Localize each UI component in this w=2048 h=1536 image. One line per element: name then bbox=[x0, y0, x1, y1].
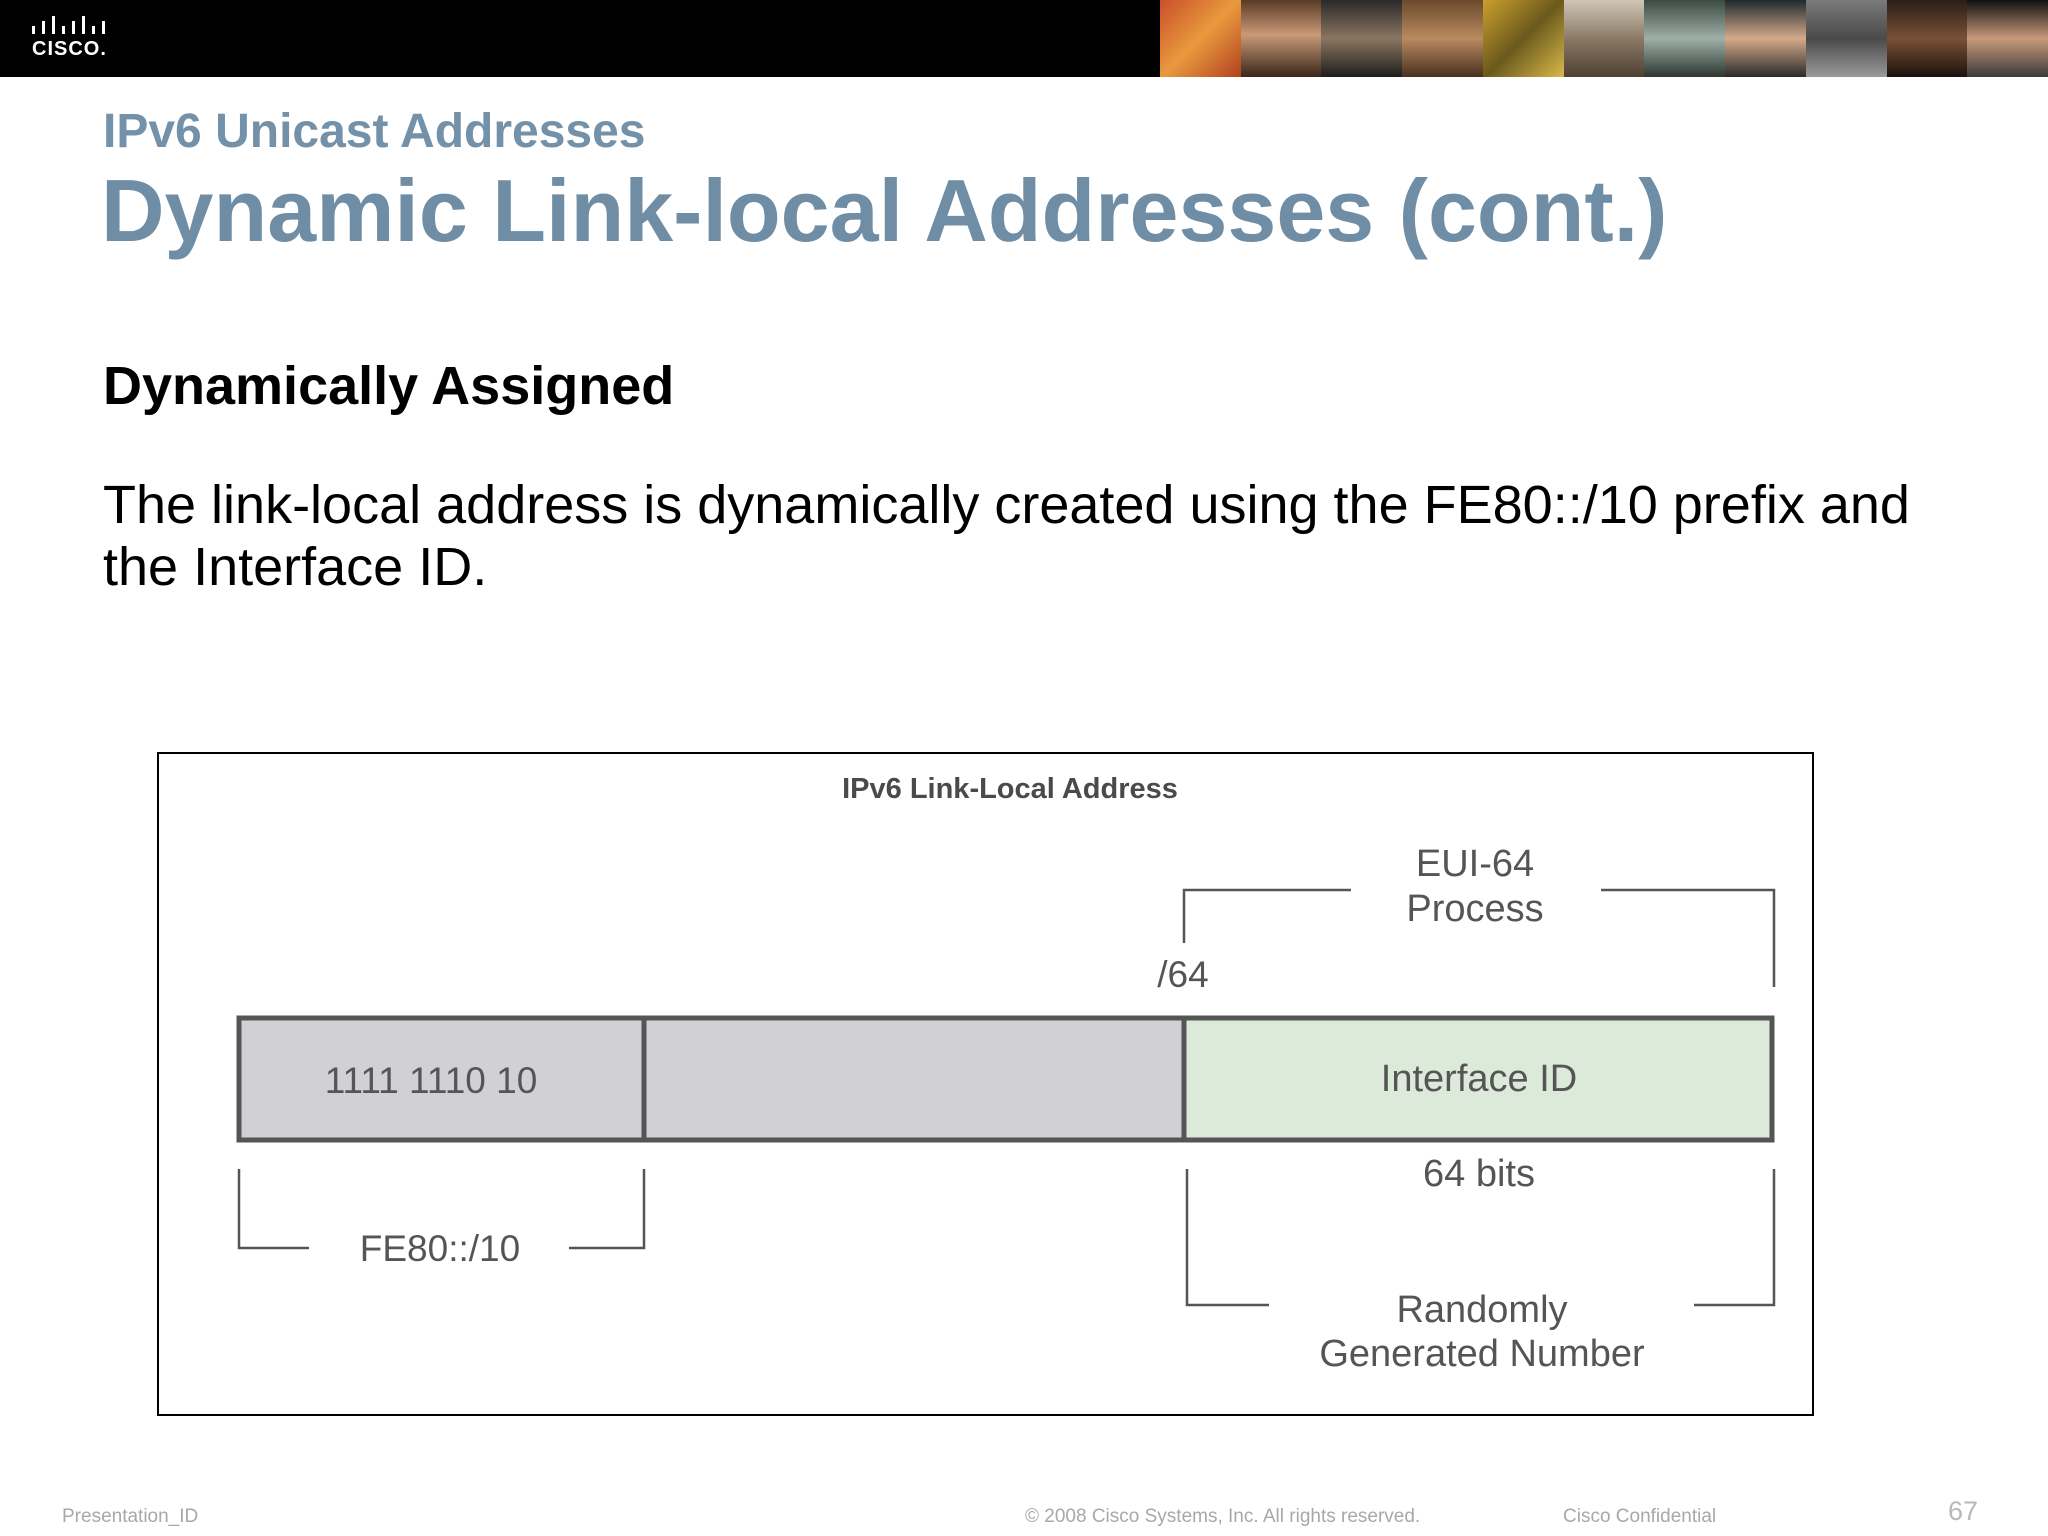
eui64-label-line1: EUI-64 bbox=[1416, 843, 1534, 885]
interface-bits-label: 64 bits bbox=[1423, 1153, 1535, 1195]
random-label-line1: Randomly bbox=[1396, 1289, 1567, 1331]
header-photo-strip bbox=[1160, 0, 2048, 77]
header-photo bbox=[1563, 0, 1645, 77]
header-photo bbox=[1402, 0, 1483, 77]
header-photo bbox=[1482, 0, 1564, 77]
header-photo bbox=[1967, 0, 2048, 77]
footer-confidential: Cisco Confidential bbox=[1563, 1506, 1717, 1527]
slide-title: Dynamic Link-local Addresses (cont.) bbox=[101, 161, 1668, 260]
link-local-address-diagram: IPv6 Link-Local Address EUI-64 Process /… bbox=[157, 752, 1814, 1416]
header-photo bbox=[1160, 0, 1241, 77]
interface-id-segment bbox=[1181, 1015, 1775, 1143]
footer-presentation-id: Presentation_ID bbox=[62, 1506, 199, 1527]
eui64-label-line2: Process bbox=[1406, 888, 1543, 930]
header-photo bbox=[1886, 0, 1968, 77]
section-heading: Dynamically Assigned bbox=[103, 356, 675, 416]
cisco-bars-icon bbox=[32, 16, 105, 34]
body-paragraph: The link-local address is dynamically cr… bbox=[103, 475, 1910, 597]
header-photo bbox=[1240, 0, 1322, 77]
footer-copyright: © 2008 Cisco Systems, Inc. All rights re… bbox=[1025, 1506, 1421, 1527]
random-label-line2: Generated Number bbox=[1319, 1333, 1645, 1375]
header-photo bbox=[1321, 0, 1403, 77]
cisco-logo: CISCO. bbox=[30, 16, 120, 62]
boundary-label: /64 bbox=[1157, 954, 1208, 995]
cisco-logo-text: CISCO. bbox=[32, 38, 107, 60]
header-photo bbox=[1725, 0, 1806, 77]
prefix-label: FE80::/10 bbox=[360, 1228, 520, 1269]
prefix-bracket bbox=[237, 1169, 646, 1250]
interface-id-label: Interface ID bbox=[1381, 1058, 1577, 1100]
top-banner: CISCO. bbox=[0, 0, 2048, 77]
header-photo bbox=[1644, 0, 1726, 77]
random-bracket bbox=[1185, 1169, 1776, 1307]
header-photo bbox=[1805, 0, 1887, 77]
diagram-canvas: IPv6 Link-Local Address EUI-64 Process /… bbox=[236, 773, 1776, 1375]
page-number: 67 bbox=[1948, 1496, 1979, 1526]
slide-subtitle: IPv6 Unicast Addresses bbox=[103, 105, 646, 158]
middle-segment bbox=[641, 1015, 1187, 1143]
prefix-bits-label: 1111 1110 10 bbox=[325, 1060, 538, 1101]
eui64-bracket bbox=[1182, 888, 1776, 987]
diagram-title: IPv6 Link-Local Address bbox=[842, 773, 1178, 805]
